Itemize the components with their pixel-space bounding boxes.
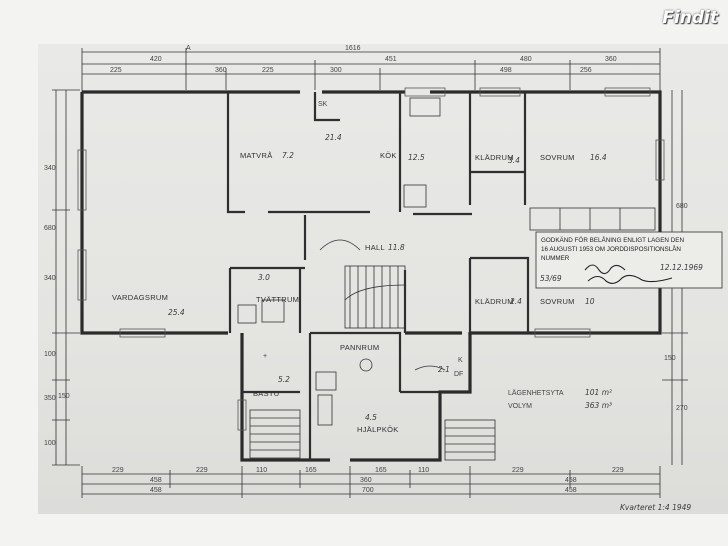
dim-bottom-7: 229 bbox=[512, 467, 524, 474]
room-kladrum-bottom: KLÄDRUM bbox=[475, 297, 514, 306]
stamp-date: 12.12.1969 bbox=[660, 263, 703, 272]
mark-k: K bbox=[458, 357, 463, 364]
area-sovrum-top: 16.4 bbox=[590, 153, 607, 162]
dim-label-a: A bbox=[186, 45, 191, 52]
room-sovrum-bottom: SOVRUM bbox=[540, 297, 575, 306]
room-tvattrum: TVÄTTRUM bbox=[256, 295, 299, 304]
area-hjalpkok: 4.5 bbox=[365, 413, 377, 422]
dim-bottom2-1: 458 bbox=[150, 477, 162, 484]
signature bbox=[584, 264, 673, 284]
mark-df: DF bbox=[454, 371, 463, 378]
dim-top2-5: 498 bbox=[500, 67, 512, 74]
area-hall: 11.8 bbox=[388, 243, 405, 252]
dim-bottom3-2: 700 bbox=[362, 487, 374, 494]
dim-top2-4: 300 bbox=[330, 67, 342, 74]
dim-left-2: 680 bbox=[44, 225, 56, 232]
dim-bottom2-3: 458 bbox=[565, 477, 577, 484]
findit-logo: Findit bbox=[662, 8, 718, 28]
dim-right-2: 270 bbox=[676, 405, 688, 412]
footer-note: Kvarteret 1:4 1949 bbox=[620, 503, 691, 512]
room-vardagsrum: VARDAGSRUM bbox=[112, 293, 168, 302]
dim-bottom3-3: 458 bbox=[565, 487, 577, 494]
dim-bottom-4: 165 bbox=[305, 467, 317, 474]
dim-right-3: 150 bbox=[664, 355, 676, 362]
room-bastu: BASTU bbox=[253, 389, 280, 398]
area-bastu: 5.2 bbox=[278, 375, 290, 384]
dim-top2-2: 360 bbox=[215, 67, 227, 74]
area-matvra: 7.2 bbox=[282, 151, 294, 160]
dim-top-3: 480 bbox=[520, 56, 532, 63]
dim-left-5: 350 bbox=[44, 395, 56, 402]
dim-top-1: 420 bbox=[150, 56, 162, 63]
room-matvra: MATVRÅ bbox=[240, 151, 273, 160]
area-kok-total: 21.4 bbox=[325, 133, 342, 142]
dim-bottom-mid: 360 bbox=[360, 477, 372, 484]
dim-bottom-5: 165 bbox=[375, 467, 387, 474]
dim-total: 1616 bbox=[345, 45, 361, 52]
room-pannrum: PANNRUM bbox=[340, 343, 379, 352]
dim-right-1: 680 bbox=[676, 203, 688, 210]
note-volym-value: 363 m³ bbox=[585, 401, 612, 410]
stamp-line-3: NUMMER bbox=[541, 255, 570, 262]
dim-bottom-3: 110 bbox=[256, 467, 267, 474]
note-lagenhetsyta: LÄGENHETSYTA bbox=[508, 389, 564, 397]
dim-bottom3-1: 458 bbox=[150, 487, 162, 494]
area-kok: 12.5 bbox=[408, 153, 425, 162]
room-hjalpkok: HJÄLPKÖK bbox=[357, 425, 399, 434]
dim-top2-1: 225 bbox=[110, 67, 122, 74]
area-kladrum-bottom: 2.4 bbox=[510, 297, 522, 306]
dim-left-3: 340 bbox=[44, 275, 56, 282]
area-tvattrum: 3.0 bbox=[258, 273, 270, 282]
area-kladrum-top: 3.4 bbox=[508, 156, 520, 165]
room-sovrum-top: SOVRUM bbox=[540, 153, 575, 162]
room-kok: KÖK bbox=[380, 151, 397, 160]
dim-left-4: 100 bbox=[44, 351, 56, 358]
approval-stamp: GODKÄND FÖR BELÅNING ENLIGT LAGEN DEN 16… bbox=[535, 231, 723, 289]
room-kladrum-top: KLÄDRUM bbox=[475, 153, 514, 162]
stamp-line-2: 16 AUGUSTI 1953 OM JORDDISPOSITIONSLÅN bbox=[541, 244, 681, 253]
dim-top2-6: 256 bbox=[580, 67, 592, 74]
dim-top2-3: 225 bbox=[262, 67, 274, 74]
dim-bottom-2: 229 bbox=[196, 467, 208, 474]
note-lagenhetsyta-value: 101 m² bbox=[585, 388, 612, 397]
area-vardagsrum: 25.4 bbox=[168, 308, 185, 317]
stamp-line-1: GODKÄND FÖR BELÅNING ENLIGT LAGEN DEN bbox=[541, 235, 684, 244]
mark-plus: + bbox=[263, 353, 267, 360]
dim-top-2: 451 bbox=[385, 56, 397, 63]
room-hall: HALL bbox=[365, 243, 385, 252]
dim-left-6: 150 bbox=[58, 393, 70, 400]
dim-bottom-6: 110 bbox=[418, 467, 429, 474]
area-small: 2.1 bbox=[438, 365, 450, 374]
note-volym: VOLYM bbox=[508, 403, 532, 410]
dim-left-7: 100 bbox=[44, 440, 56, 447]
dim-bottom-8: 229 bbox=[612, 467, 624, 474]
dim-bottom-1: 229 bbox=[112, 467, 124, 474]
dim-left-1: 340 bbox=[44, 165, 56, 172]
stamp-number: 53/69 bbox=[540, 274, 562, 283]
area-sovrum-bottom: 10 bbox=[585, 297, 595, 306]
dim-top-4: 360 bbox=[605, 56, 617, 63]
mark-sk: SK bbox=[318, 101, 328, 108]
